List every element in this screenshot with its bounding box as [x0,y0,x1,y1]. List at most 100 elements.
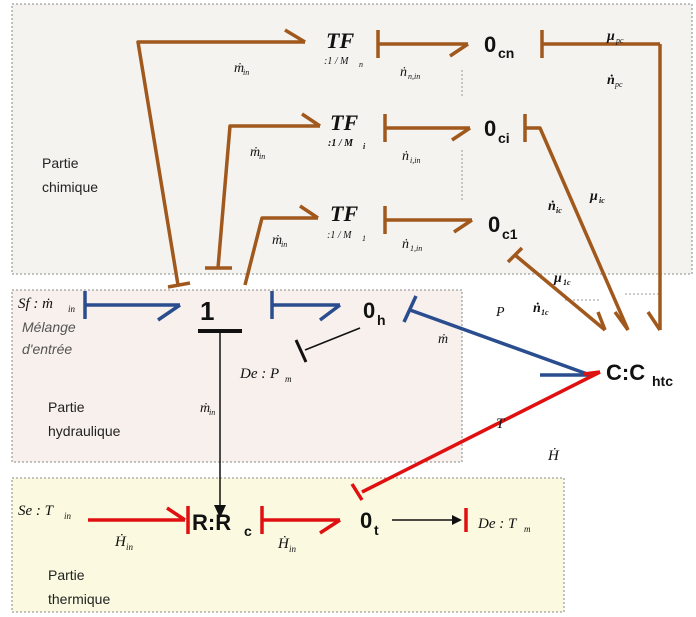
svg-text:μ: μ [606,29,615,44]
svg-text:1c: 1c [541,308,549,317]
region-chimique [11,3,693,275]
svg-text:0: 0 [484,116,496,141]
tf-1-element: TF :1 / M 1 [327,201,366,243]
svg-text:0: 0 [363,298,375,323]
thermal-bonds [88,370,601,535]
capacitor-node: C:C htc [606,360,673,389]
svg-text:ṁ: ṁ [200,401,210,416]
junction-1: 1 [200,296,214,326]
svg-text:1: 1 [362,234,366,243]
svg-text:m: m [524,524,531,534]
zero-cn-node: 0 cn [484,32,514,61]
svg-text:cn: cn [498,45,514,61]
svg-text::1 / M: :1 / M [324,56,349,67]
svg-text:1c: 1c [563,278,571,287]
svg-text:pc: pc [615,36,624,45]
svg-text:pc: pc [614,80,623,89]
label-mdot-vertical: ṁ in [200,401,215,417]
svg-text:in: in [281,240,287,249]
svg-text:0: 0 [484,32,496,57]
de-t-detector: De : T m [477,516,531,534]
label-H: Ḣ [547,448,560,464]
svg-text:in: in [259,152,265,161]
svg-text:in: in [243,68,249,77]
label-n-ic: ṅ ic [548,199,562,215]
svg-text:Se : T: Se : T [18,503,55,519]
sf-caption-1: Mélange [22,319,76,335]
svg-text:i,in: i,in [410,156,420,165]
label-H-in-left: Ḣ in [114,534,134,552]
svg-text:ṁ: ṁ [250,145,260,160]
label-n-1c: ṅ 1c [533,301,549,317]
region-chimique-label-1: Partie [42,155,79,171]
svg-text:Ḣ: Ḣ [277,536,290,552]
svg-text:htc: htc [652,373,673,389]
label-n-pc: ṅ pc [607,73,623,89]
label-mdot-tfi: ṁ in [250,145,265,161]
svg-text:n,in: n,in [408,72,420,81]
de-p-detector: De : P m [239,366,292,384]
svg-text:ṅ: ṅ [400,65,407,80]
sf-source: Sf : ṁ in [18,296,76,314]
svg-text:ṅ: ṅ [607,73,615,88]
junction-to-resistor-arrow [198,329,242,518]
zero-c1-node: 0 c1 [488,212,518,242]
label-n-1in: ṅ 1,in [402,237,422,253]
svg-text:in: in [64,511,72,521]
svg-text:μ: μ [553,271,562,286]
svg-text:in: in [209,408,215,417]
svg-text:ic: ic [556,206,562,215]
svg-text:c1: c1 [502,226,518,242]
svg-text:ṁ: ṁ [234,61,244,76]
region-chimique-label-2: chimique [42,179,98,195]
svg-text:ṅ: ṅ [402,149,409,164]
svg-text:ṅ: ṅ [533,301,541,316]
svg-text:De : P: De : P [239,366,279,382]
svg-text:ci: ci [498,130,510,146]
zero-t-node: 0 t [360,508,379,538]
hydraulic-bonds [83,291,591,377]
svg-text:t: t [374,522,379,538]
region-hydraulique-label-1: Partie [48,399,85,415]
zero-h-node: 0 h [363,298,386,328]
se-source: Se : T in [18,503,72,521]
label-H-in-right: Ḣ in [277,536,297,554]
region-thermique [11,477,565,613]
svg-text:c: c [244,523,252,539]
de-p-bond [294,327,361,363]
zero-t-to-de-t-arrow [392,515,462,525]
region-hydraulique [11,289,463,463]
region-thermique-label-1: Partie [48,567,85,583]
svg-text:in: in [126,542,134,552]
svg-text:ic: ic [599,196,605,205]
svg-text::1 / M: :1 / M [327,230,352,241]
svg-text:Sf : ṁ: Sf : ṁ [18,296,53,312]
svg-text:ṅ: ṅ [548,199,556,214]
label-mu-ic: μ ic [589,189,605,205]
svg-text:μ: μ [589,189,598,204]
svg-text:Ḣ: Ḣ [114,534,127,550]
label-mdot-tfn: ṁ in [234,61,249,77]
label-mdot-tf1: ṁ in [272,233,287,249]
zero-ci-node: 0 ci [484,116,510,146]
svg-text:in: in [289,544,297,554]
svg-text:TF: TF [330,201,358,226]
svg-text:C:C: C:C [606,360,645,385]
label-mu-pc: μ pc [606,29,624,45]
svg-text:TF: TF [326,28,354,53]
region-hydraulique-label-2: hydraulique [48,423,121,439]
label-mu-1c: μ 1c [553,271,571,287]
svg-text::1 / M: :1 / M [328,138,354,149]
svg-text:in: in [68,304,76,314]
svg-text:0: 0 [360,508,372,533]
svg-text:h: h [377,312,386,328]
label-T: T [496,416,506,432]
svg-text:ṁ: ṁ [272,233,282,248]
label-n-iin: ṅ i,in [402,149,420,165]
label-mdot-h: ṁ [438,332,448,347]
label-n-nin: ṅ n,in [400,65,420,81]
svg-text:R:R: R:R [192,510,231,535]
chemical-bonds [136,28,662,332]
tf-i-element: TF :1 / M i [328,110,366,151]
